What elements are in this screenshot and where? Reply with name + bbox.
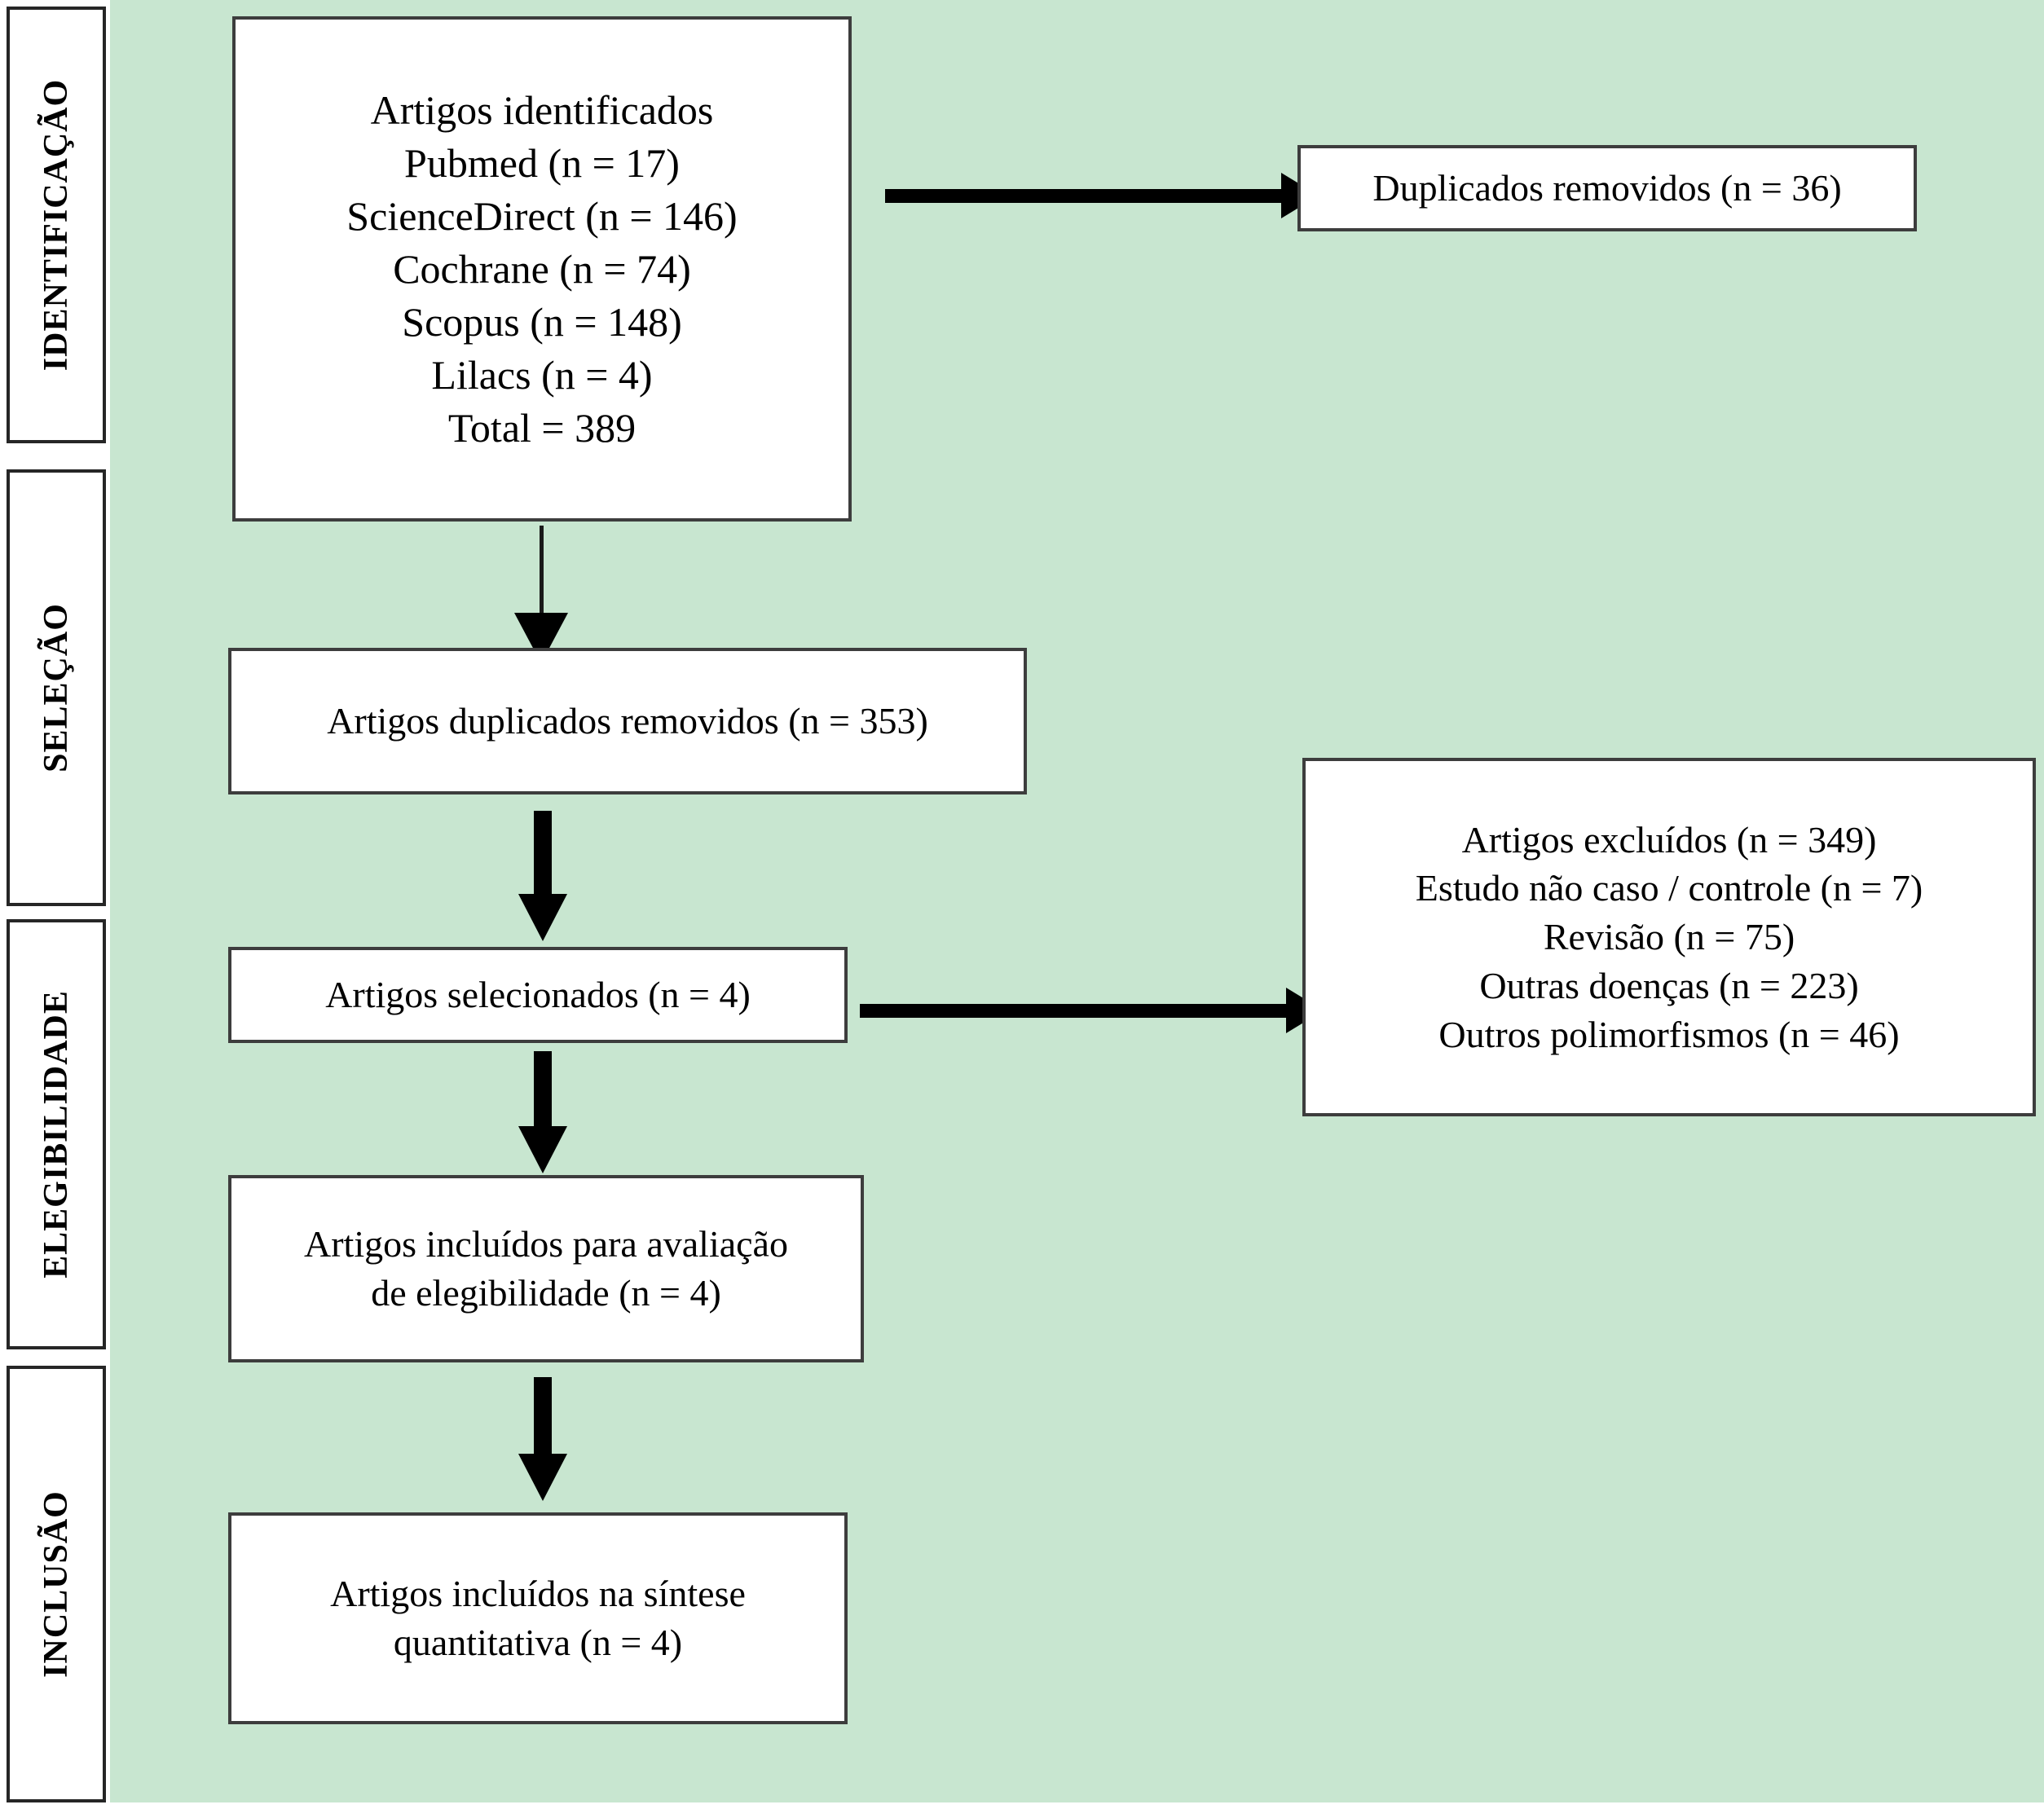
stage-inclusion: INCLUSÃO (7, 1366, 106, 1802)
stage-eligibility: ELEGIBILIDADE (7, 919, 106, 1349)
arrow-selected-to-eligibility-head (518, 1126, 567, 1173)
stage-eligibility-label: ELEGIBILIDADE (37, 990, 75, 1279)
arrow-eligibility-to-quantitative-head (518, 1454, 567, 1501)
stage-inclusion-label: INCLUSÃO (37, 1490, 75, 1678)
selected-line-1: Artigos selecionados (n = 4) (325, 974, 751, 1016)
arrow-identified-to-duplicates-shaft (885, 189, 1287, 203)
eligibility-line-2: de elegibilidade (n = 4) (371, 1272, 721, 1314)
arrow-selected-to-eligibility-shaft (534, 1051, 552, 1141)
identified-line-5: Scopus (n = 148) (402, 298, 682, 345)
identified-line-6: Lilacs (n = 4) (431, 351, 653, 398)
stage-identification-label: IDENTIFICAÇÃO (37, 78, 75, 372)
quantitative-line-2: quantitativa (n = 4) (393, 1622, 683, 1663)
duplicates-removed-line-1: Duplicados removidos (n = 36) (1372, 167, 1842, 209)
arrow-after-duplicates-to-selected-shaft (534, 811, 552, 909)
stage-identification: IDENTIFICAÇÃO (7, 7, 106, 443)
excluded-line-2: Estudo não caso / controle (n = 7) (1415, 867, 1923, 909)
box-articles-excluded: Artigos excluídos (n = 349) Estudo não c… (1302, 758, 2036, 1116)
identified-line-4: Cochrane (n = 74) (393, 245, 691, 292)
box-duplicates-removed: Duplicados removidos (n = 36) (1297, 145, 1917, 231)
excluded-line-3: Revisão (n = 75) (1543, 916, 1795, 958)
box-after-duplicates-removed: Artigos duplicados removidos (n = 353) (228, 648, 1027, 794)
arrow-identified-to-after-duplicates-shaft (540, 526, 544, 627)
box-included-quantitative-synthesis: Artigos incluídos na síntese quantitativ… (228, 1512, 848, 1724)
quantitative-line-1: Artigos incluídos na síntese (330, 1573, 746, 1615)
identified-line-7: Total = 389 (447, 404, 637, 451)
identified-line-1: Artigos identificados (370, 86, 714, 133)
stage-selection-label: SELEÇÃO (37, 603, 76, 772)
excluded-line-5: Outros polimorfismos (n = 46) (1438, 1013, 1900, 1055)
box-articles-selected: Artigos selecionados (n = 4) (228, 947, 848, 1043)
eligibility-line-1: Artigos incluídos para avaliação (304, 1223, 788, 1265)
identified-line-3: ScienceDirect (n = 146) (346, 192, 738, 239)
excluded-line-4: Outras doenças (n = 223) (1479, 964, 1859, 1006)
box-articles-identified: Artigos identificados Pubmed (n = 17) Sc… (232, 16, 852, 522)
excluded-line-1: Artigos excluídos (n = 349) (1461, 818, 1877, 860)
arrow-eligibility-to-quantitative-shaft (534, 1377, 552, 1467)
stage-selection: SELEÇÃO (7, 469, 106, 906)
arrow-after-duplicates-to-selected-head (518, 894, 567, 941)
box-eligibility-assessment: Artigos incluídos para avaliação de eleg… (228, 1175, 864, 1362)
identified-line-2: Pubmed (n = 17) (404, 139, 680, 186)
arrow-selected-to-excluded-shaft (860, 1004, 1292, 1018)
after-duplicates-line-1: Artigos duplicados removidos (n = 353) (327, 700, 928, 742)
